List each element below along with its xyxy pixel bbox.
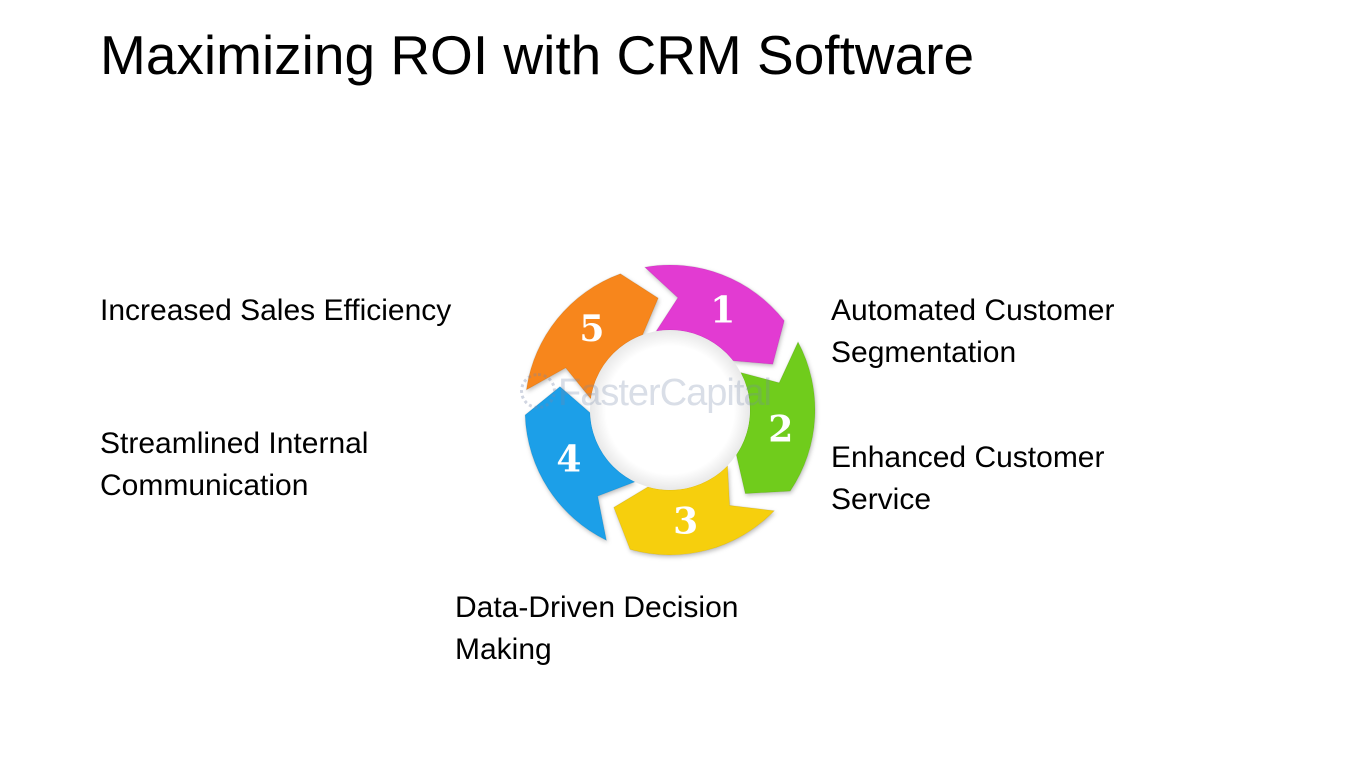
step-3-label-line-2: Making: [455, 633, 552, 666]
step-1-label-line-2: Segmentation: [831, 336, 1017, 369]
step-4-label: Streamlined Internal Communication: [100, 423, 368, 507]
step-1-number: 1: [710, 290, 735, 332]
step-4-number: 4: [556, 438, 581, 480]
step-2-label-line-1: Enhanced Customer: [831, 441, 1105, 474]
step-2-label: Enhanced Customer Service: [831, 437, 1105, 521]
step-3-label-line-1: Data-Driven Decision: [455, 591, 739, 624]
step-5-label: Increased Sales Efficiency: [100, 290, 451, 332]
step-4-label-line-1: Streamlined Internal: [100, 427, 369, 460]
step-2-label-line-2: Service: [831, 483, 932, 516]
cycle-center: [590, 330, 750, 490]
step-1-label: Automated Customer Segmentation: [831, 290, 1114, 374]
cycle-diagram: 1 2 3 4 5: [524, 264, 816, 556]
step-3-label: Data-Driven Decision Making: [455, 587, 738, 671]
page-title: Maximizing ROI with CRM Software: [100, 24, 975, 86]
watermark-text: FasterCapital: [558, 372, 772, 414]
step-2-number: 2: [768, 409, 793, 451]
watermark-logo-icon: [520, 373, 556, 409]
step-1-label-line-1: Automated Customer: [831, 294, 1115, 327]
cycle-numbers: 1 2 3 4 5: [556, 290, 793, 543]
cycle-segments: [524, 264, 816, 556]
step-5-label-line-1: Increased Sales Efficiency: [100, 294, 452, 327]
watermark: FasterCapital: [520, 368, 820, 418]
step-3-number: 3: [673, 500, 698, 542]
step-2-arrow-segment: [735, 340, 816, 495]
step-5-number: 5: [579, 308, 604, 350]
step-4-label-line-2: Communication: [100, 469, 309, 502]
